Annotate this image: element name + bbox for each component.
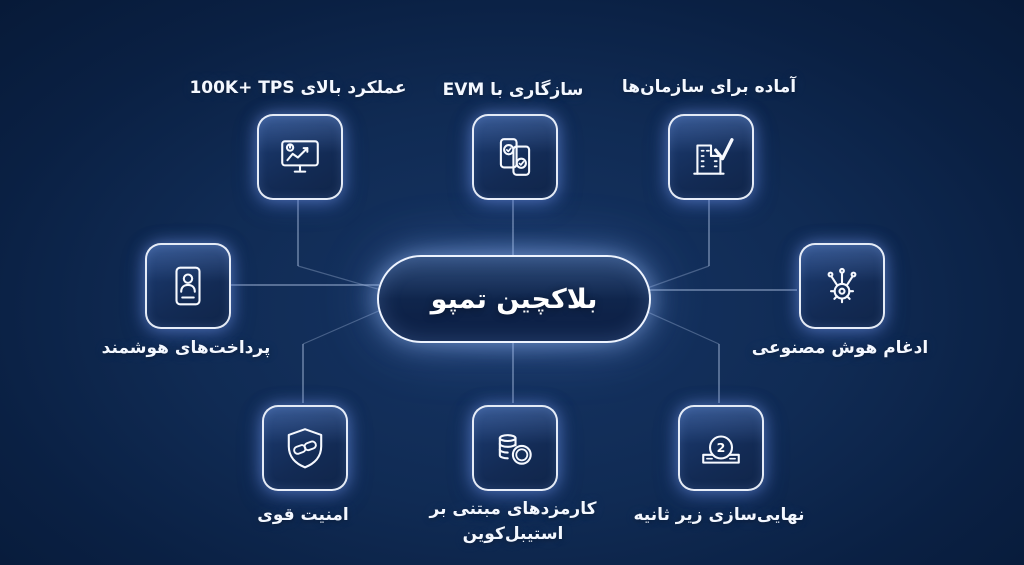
node-fees bbox=[472, 405, 558, 491]
center-title: بلاکچین تمپو bbox=[430, 283, 598, 315]
node-finality-label: نهایی‌سازی زیر ثانیه bbox=[633, 505, 805, 525]
node-smart-payments bbox=[145, 243, 231, 329]
node-enterprise-label: آماده برای سازمان‌ها bbox=[621, 77, 797, 97]
node-performance bbox=[257, 114, 343, 200]
node-finality: 2 bbox=[678, 405, 764, 491]
node-smart-payments-label: پرداخت‌های هوشمند bbox=[101, 338, 271, 358]
node-security bbox=[262, 405, 348, 491]
shield-chain-icon bbox=[287, 428, 323, 469]
node-security-label: امنیت قوی bbox=[257, 505, 349, 525]
node-enterprise bbox=[668, 114, 754, 200]
node-evm bbox=[472, 114, 558, 200]
node-ai-label: ادغام هوش مصنوعی bbox=[751, 338, 929, 358]
node-evm-label: سازگاری با EVM bbox=[442, 80, 584, 100]
node-performance-label: عملکرد بالای 100K+ TPS bbox=[189, 78, 407, 98]
phones-check-icon bbox=[499, 138, 531, 176]
coin-stack-icon bbox=[498, 434, 532, 465]
payment-person-icon bbox=[175, 266, 201, 306]
ai-gear-circuit-icon bbox=[827, 267, 857, 304]
connector-line bbox=[302, 305, 391, 345]
medal-number: 2 bbox=[717, 440, 726, 455]
monitor-chart-icon bbox=[281, 140, 319, 173]
building-check-icon bbox=[693, 138, 734, 175]
node-fees-label: کارمزدهای مبتنی بر استیبل‌کوین bbox=[429, 499, 597, 544]
medal-icon: 2 bbox=[702, 435, 740, 464]
connector-line bbox=[297, 265, 389, 293]
center-node: بلاکچین تمپو bbox=[377, 255, 651, 343]
node-ai bbox=[799, 243, 885, 329]
